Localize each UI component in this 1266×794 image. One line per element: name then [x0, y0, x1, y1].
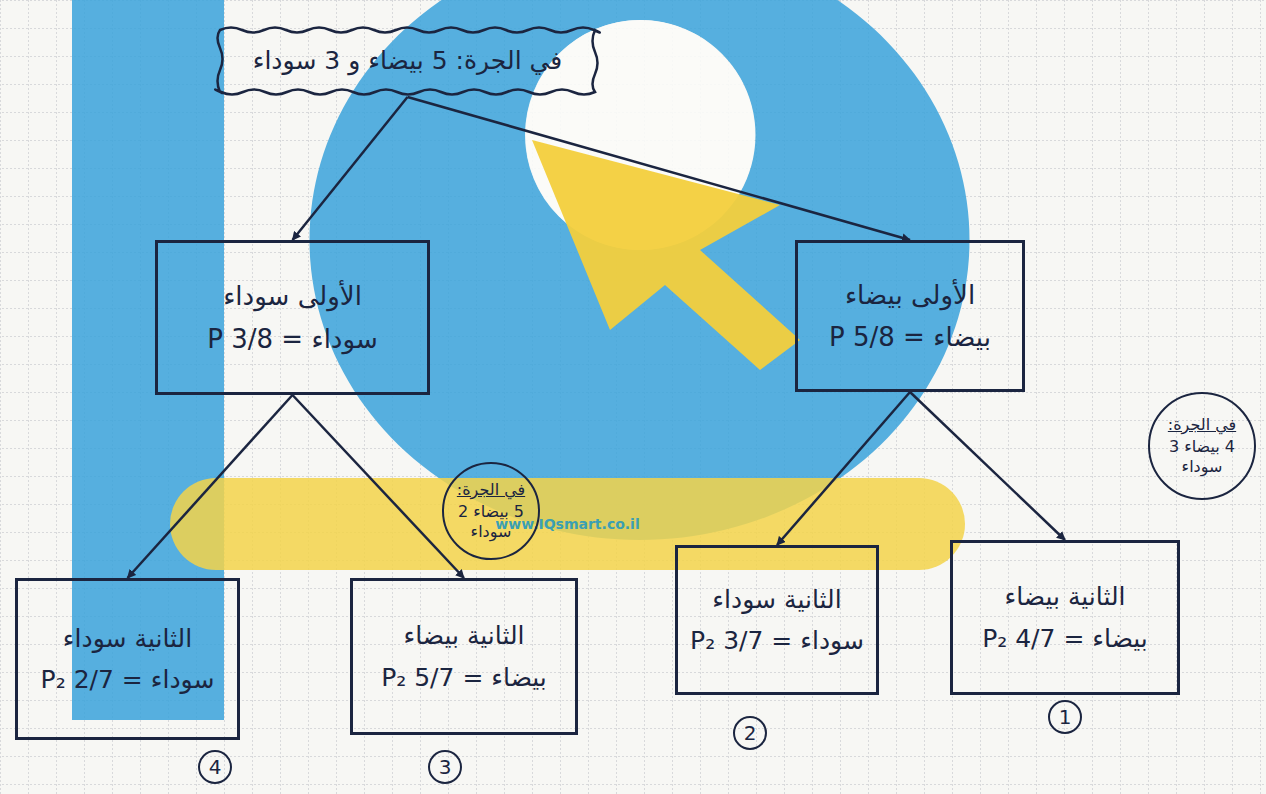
- outcome-box: الثانية سوداء P₂ سوداء = 2/7: [15, 578, 240, 740]
- tree-branch: [293, 97, 408, 240]
- node-formula: 4 بيضاء 3 سوداء: [1162, 437, 1242, 477]
- outcome-box: الأولى سوداء P سوداء = 3/8: [155, 240, 430, 395]
- node-heading: الأولى بيضاء: [845, 279, 975, 312]
- logo-ring: [309, 0, 969, 540]
- node-heading: في الجرة:: [457, 480, 525, 500]
- outcome-box: الثانية بيضاء P₂ بيضاء = 5/7: [350, 578, 578, 735]
- node-formula: 5 بيضاء 2 سوداء: [456, 502, 526, 542]
- node-formula: P₂ بيضاء = 5/7: [381, 662, 547, 693]
- outcome-box: الأولى بيضاء P بيضاء = 5/8: [795, 240, 1025, 392]
- outcome-box: الثانية سوداء P₂ سوداء = 3/7: [675, 545, 879, 695]
- wavy-border: [215, 28, 600, 95]
- node-formula: P بيضاء = 5/8: [829, 321, 991, 354]
- tree-branch: [777, 392, 910, 545]
- logo-bar: [72, 0, 224, 720]
- callout-number: 1: [1048, 700, 1082, 734]
- node-heading: في الجرة:: [1168, 415, 1236, 435]
- node-heading: الثانية بيضاء: [403, 620, 524, 651]
- tree-branch: [408, 97, 911, 240]
- node-formula: P₂ سوداء = 3/7: [690, 625, 864, 656]
- node-heading: الثانية بيضاء: [1004, 581, 1125, 612]
- callout-number: 2: [733, 716, 767, 750]
- logo-arrow: [532, 140, 800, 370]
- urn-note-circle: في الجرة:5 بيضاء 2 سوداء: [442, 462, 540, 560]
- node-formula: P₂ سوداء = 2/7: [41, 664, 215, 695]
- tree-branch: [910, 392, 1065, 540]
- node-heading: الأولى سوداء: [223, 280, 362, 313]
- outcome-box: الثانية بيضاء P₂ بيضاء = 4/7: [950, 540, 1180, 695]
- callout-number: 4: [198, 750, 232, 784]
- callout-number: 3: [428, 750, 462, 784]
- node-formula: P₂ بيضاء = 4/7: [982, 623, 1148, 654]
- urn-box: في الجرة: 5 بيضاء و 3 سوداء: [215, 25, 600, 97]
- watermark: www.IQsmart.co.il: [170, 478, 965, 570]
- node-heading: الثانية سوداء: [63, 623, 192, 654]
- urn-note-circle: في الجرة:4 بيضاء 3 سوداء: [1148, 392, 1256, 500]
- node-heading: في الجرة: 5 بيضاء و 3 سوداء: [253, 45, 563, 76]
- tree-branch: [293, 395, 465, 578]
- node-heading: الثانية سوداء: [712, 584, 841, 615]
- tree-branch: [128, 395, 293, 578]
- node-formula: P سوداء = 3/8: [207, 323, 377, 356]
